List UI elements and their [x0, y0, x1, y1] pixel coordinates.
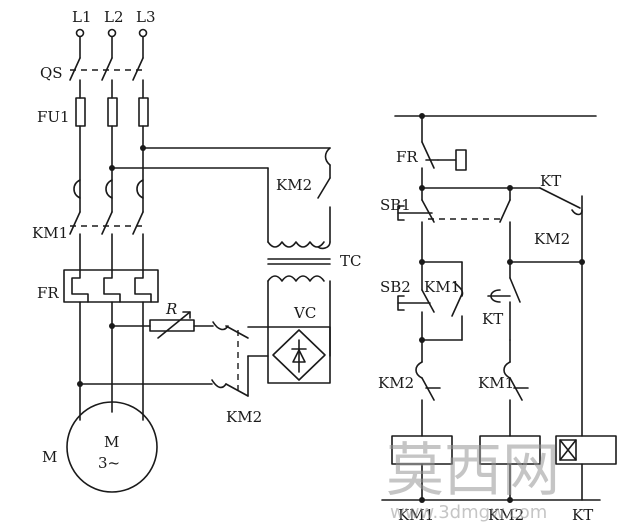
label-km2-top: KM2	[276, 176, 312, 194]
watermark-url: www.3dmgw.com	[390, 502, 547, 523]
coil-taps	[419, 497, 513, 503]
label-l3: L3	[136, 8, 156, 26]
label-coil-km1: KM1	[398, 506, 434, 524]
transformer-tc	[267, 241, 331, 357]
label-fu1: FU1	[37, 108, 70, 126]
transformer-taps	[109, 145, 331, 250]
label-l1: L1	[72, 8, 92, 26]
label-km2-bottom: KM2	[226, 408, 262, 426]
label-km1-aux: KM1	[424, 278, 460, 296]
coil-kt	[555, 435, 617, 501]
fr-nc-contact	[421, 141, 467, 189]
label-tc: TC	[340, 252, 361, 270]
label-sb2: SB2	[380, 278, 411, 296]
label-km2-nc: KM2	[378, 374, 414, 392]
label-km2-right: KM2	[534, 230, 570, 248]
watermark-chars: 莫西网	[386, 436, 560, 504]
qs-switch	[69, 36, 144, 99]
sb2-km1-hold	[397, 259, 464, 343]
label-motor-name: M	[104, 433, 119, 451]
label-sb1: SB1	[380, 196, 411, 214]
label-fr-ctrl: FR	[396, 148, 418, 166]
fr-thermal-relay	[63, 269, 159, 421]
km2-nc-contact	[415, 339, 441, 437]
label-coil-km2: KM2	[488, 506, 524, 524]
label-kt-top: KT	[540, 172, 561, 190]
km2-branch	[487, 187, 585, 437]
label-km1-nc: KM1	[478, 374, 514, 392]
vc-bridge-rectifier	[267, 326, 331, 384]
km1-main-contacts	[69, 179, 144, 271]
label-vc: VC	[293, 304, 316, 322]
braking-branch	[77, 311, 269, 397]
supply-terminals	[75, 28, 148, 38]
fu1-fuses	[75, 97, 149, 213]
label-motor-phase: 3~	[98, 454, 120, 472]
coil-km1	[391, 435, 453, 501]
label-coil-kt: KT	[572, 506, 593, 524]
label-km1-main: KM1	[32, 224, 68, 242]
label-qs: QS	[40, 64, 63, 82]
motor	[66, 401, 158, 493]
label-motor-letter: M	[42, 448, 57, 466]
coil-km2	[479, 435, 541, 501]
label-r: R	[165, 300, 177, 318]
label-l2: L2	[104, 8, 124, 26]
label-kt-mid: KT	[482, 310, 503, 328]
label-fr-main: FR	[37, 284, 59, 302]
control-rails	[381, 113, 601, 501]
control-row-top	[419, 185, 583, 263]
